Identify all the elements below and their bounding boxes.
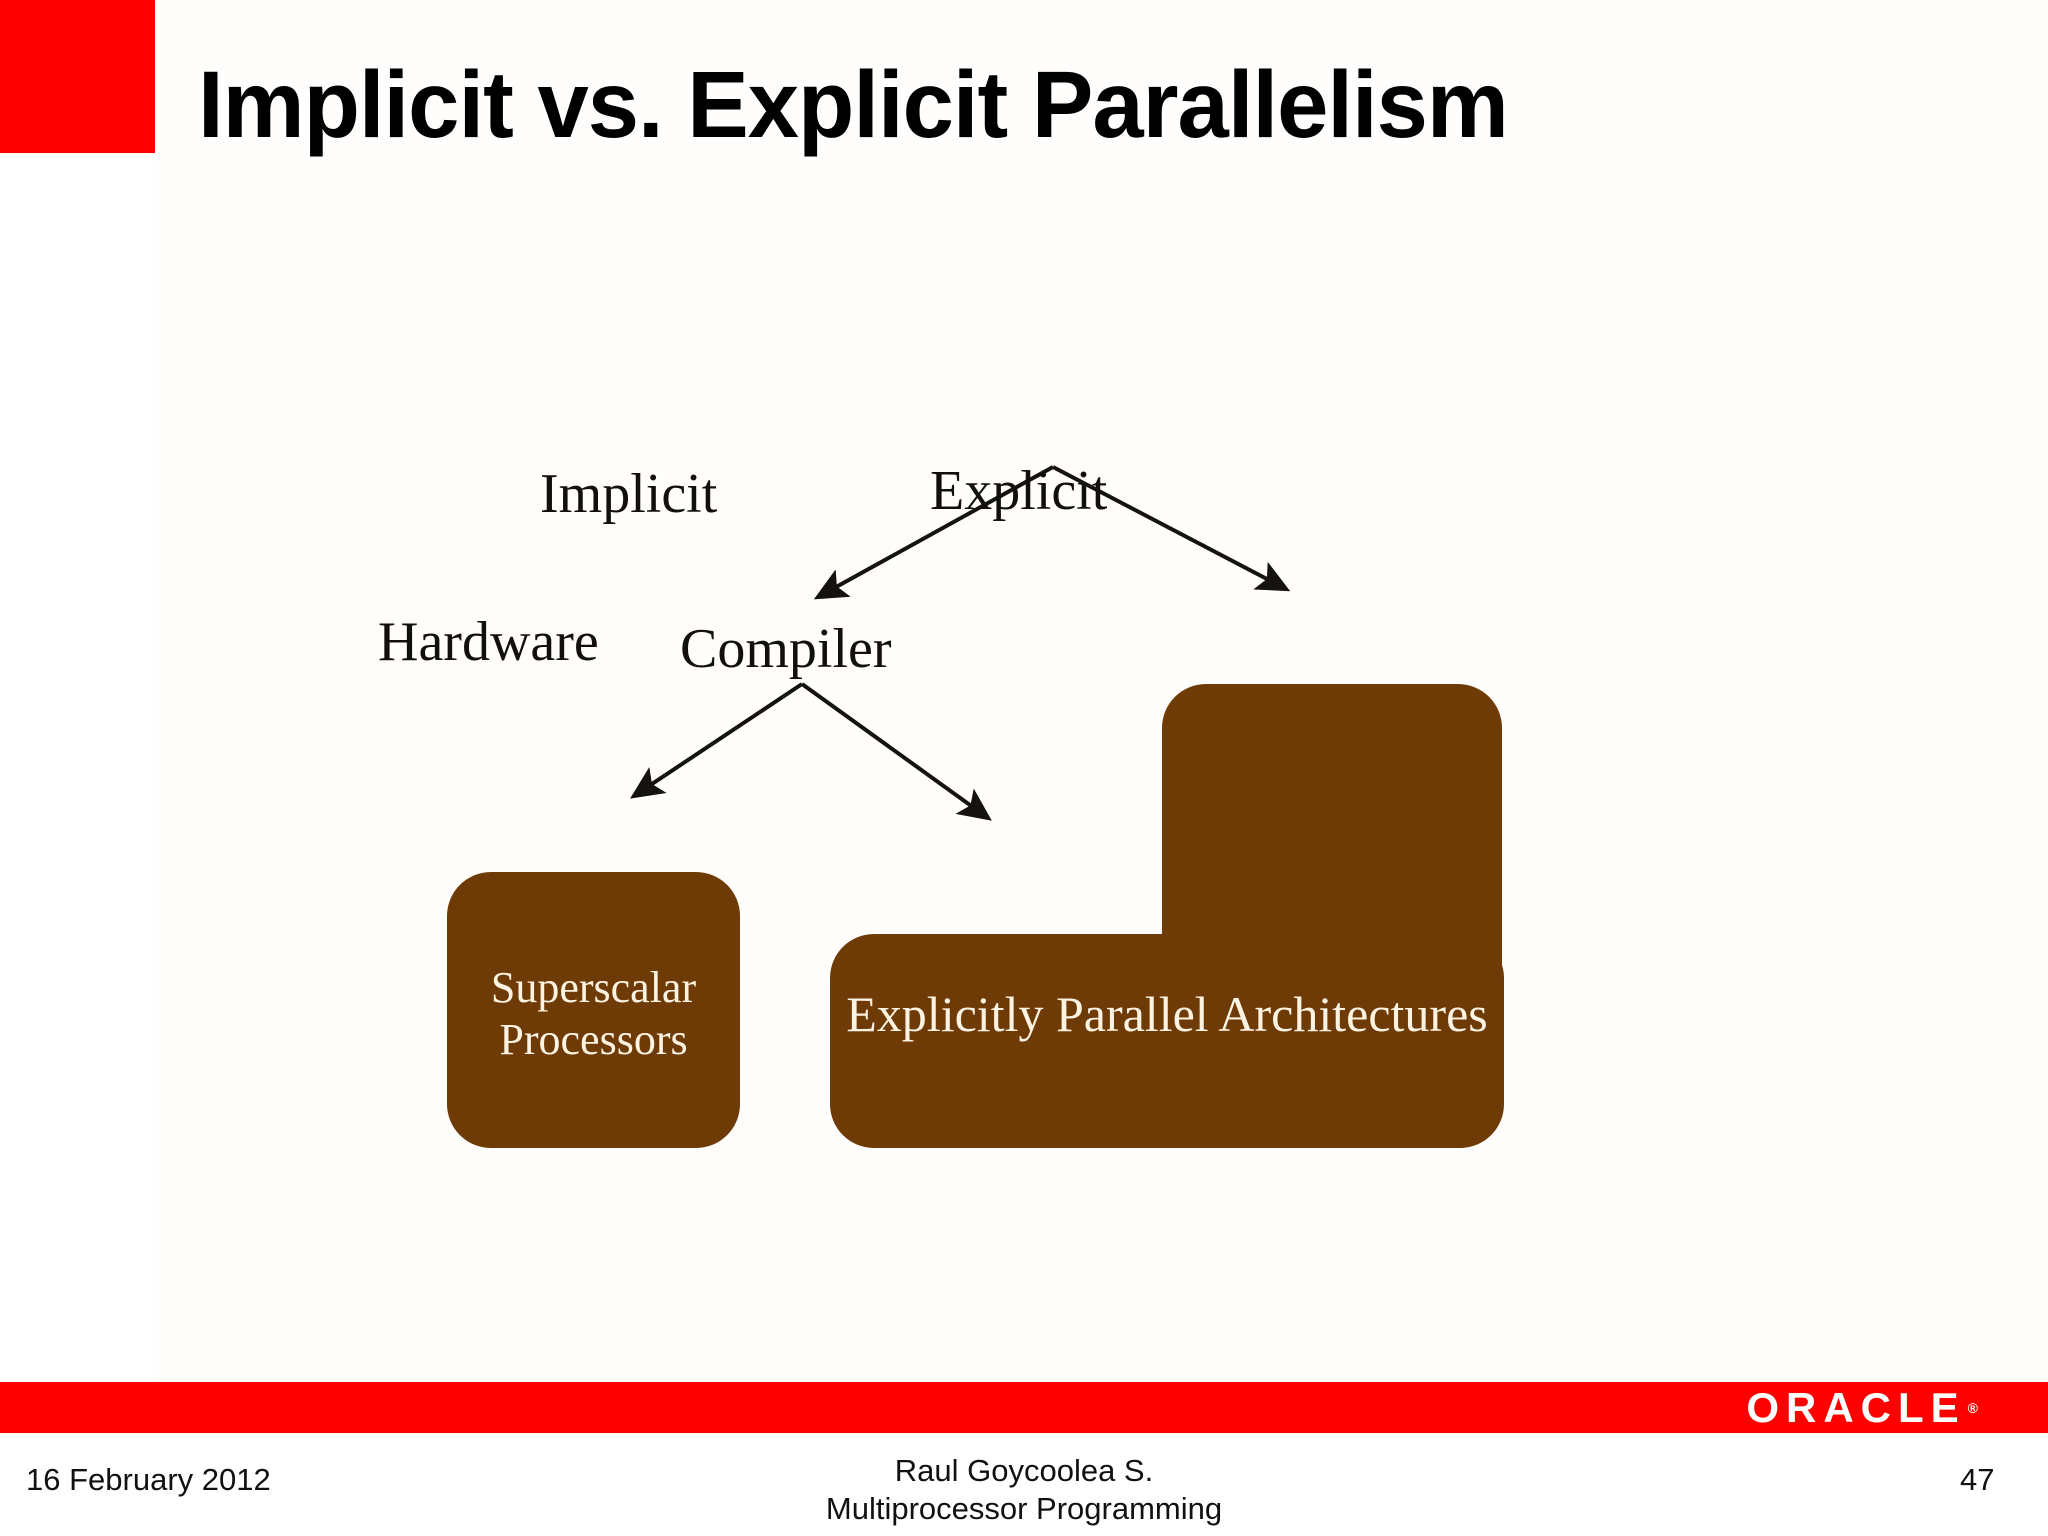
superscalar-processors-label: Superscalar Processors xyxy=(490,963,697,1064)
explicitly-parallel-architectures-label: Explicitly Parallel Architectures xyxy=(846,986,1488,1042)
footer-red-bar xyxy=(0,1382,2048,1433)
edge-implicit-to-hardware xyxy=(630,682,804,799)
oracle-logo: ORACLE® xyxy=(1746,1383,1978,1431)
tree-node-compiler: Compiler xyxy=(680,618,892,680)
oracle-wordmark: ORACLE xyxy=(1746,1383,1966,1431)
registered-trademark-icon: ® xyxy=(1967,1399,1978,1416)
explicitly-parallel-box-lower xyxy=(830,934,1504,1148)
edge-implicit-to-compiler xyxy=(800,682,992,821)
red-corner-marker xyxy=(0,0,155,153)
tree-node-explicit: Explicit xyxy=(930,460,1108,522)
footer-author: Raul Goycoolea S. xyxy=(894,1453,1154,1488)
tree-node-hardware: Hardware xyxy=(378,611,599,673)
edge-root-to-implicit xyxy=(813,465,1054,600)
footer-page-number: 47 xyxy=(1960,1462,1995,1497)
tree-node-implicit: Implicit xyxy=(540,463,718,525)
page-title: Implicit vs. Explicit Parallelism xyxy=(198,52,1509,158)
footer-course: Multiprocessor Programming xyxy=(825,1491,1223,1526)
parallelism-tree-diagram: Implicit Explicit Hardware Compiler Supe… xyxy=(378,460,1504,1148)
slide-body-panel xyxy=(155,0,2048,1382)
superscalar-processors-box xyxy=(447,872,740,1148)
edge-root-to-explicit xyxy=(1052,465,1291,592)
footer-date: 16 February 2012 xyxy=(26,1462,271,1497)
footer-center-block: Raul Goycoolea S. Multiprocessor Program… xyxy=(624,1452,1424,1528)
tree-connectors xyxy=(630,465,1291,821)
